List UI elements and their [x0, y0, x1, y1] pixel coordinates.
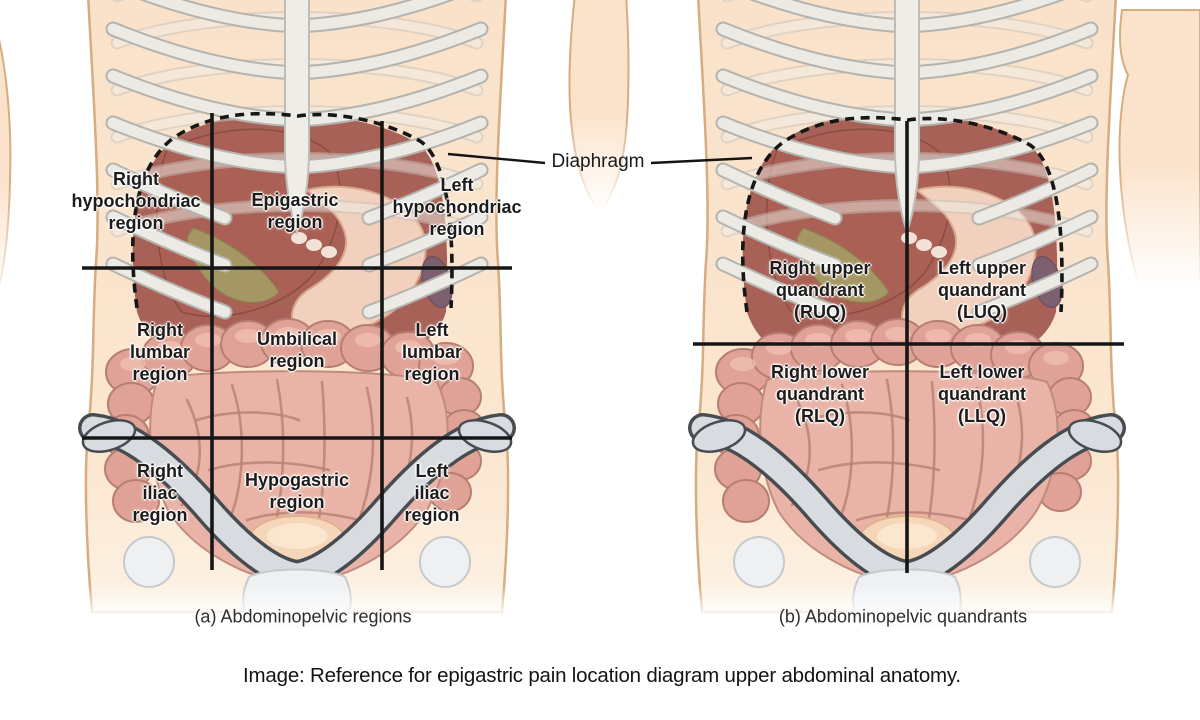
arm-sliver-left [0, 39, 12, 288]
quadrant-grid-b [693, 121, 1124, 573]
arm-middle [568, 0, 630, 213]
label-epigastric-region: Epigastric region [251, 190, 339, 232]
label-left-lumbar-region: Left lumbar region [401, 320, 463, 384]
label-right-lower-quadrant: Right lower quandrant (RLQ) [771, 362, 869, 426]
figure-b-caption: (b) Abdominopelvic quandrants [778, 606, 1028, 627]
figure-a-torso [0, 0, 630, 632]
region-grid-a [82, 113, 512, 570]
label-left-upper-quadrant: Left upper quandrant (LUQ) [938, 258, 1026, 322]
image-footer-caption: Image: Reference for epigastric pain loc… [243, 664, 961, 687]
label-right-lumbar-region: Right lumbar region [129, 320, 191, 384]
label-left-iliac-region: Left iliac region [404, 461, 460, 525]
label-diaphragm: Diaphragm [551, 151, 645, 172]
figure-a-caption: (a) Abdominopelvic regions [194, 606, 412, 627]
label-right-upper-quadrant: Right upper quandrant (RUQ) [769, 258, 871, 322]
label-right-iliac-region: Right iliac region [132, 461, 188, 525]
label-hypogastric-region: Hypogastric region [244, 470, 350, 512]
label-left-hypochondriac-region: Left hypochondriac region [392, 175, 522, 239]
label-left-lower-quadrant: Left lower quandrant (LLQ) [938, 362, 1026, 426]
diaphragm-outline-a [130, 111, 454, 309]
diaphragm-leader-lines [447, 152, 753, 165]
diaphragm-outline-b [740, 115, 1064, 313]
figure-b-torso [671, 0, 1200, 632]
label-right-hypochondriac-region: Right hypochondriac region [71, 169, 201, 233]
label-umbilical-region: Umbilical region [256, 329, 338, 371]
arm-right [1118, 9, 1200, 289]
